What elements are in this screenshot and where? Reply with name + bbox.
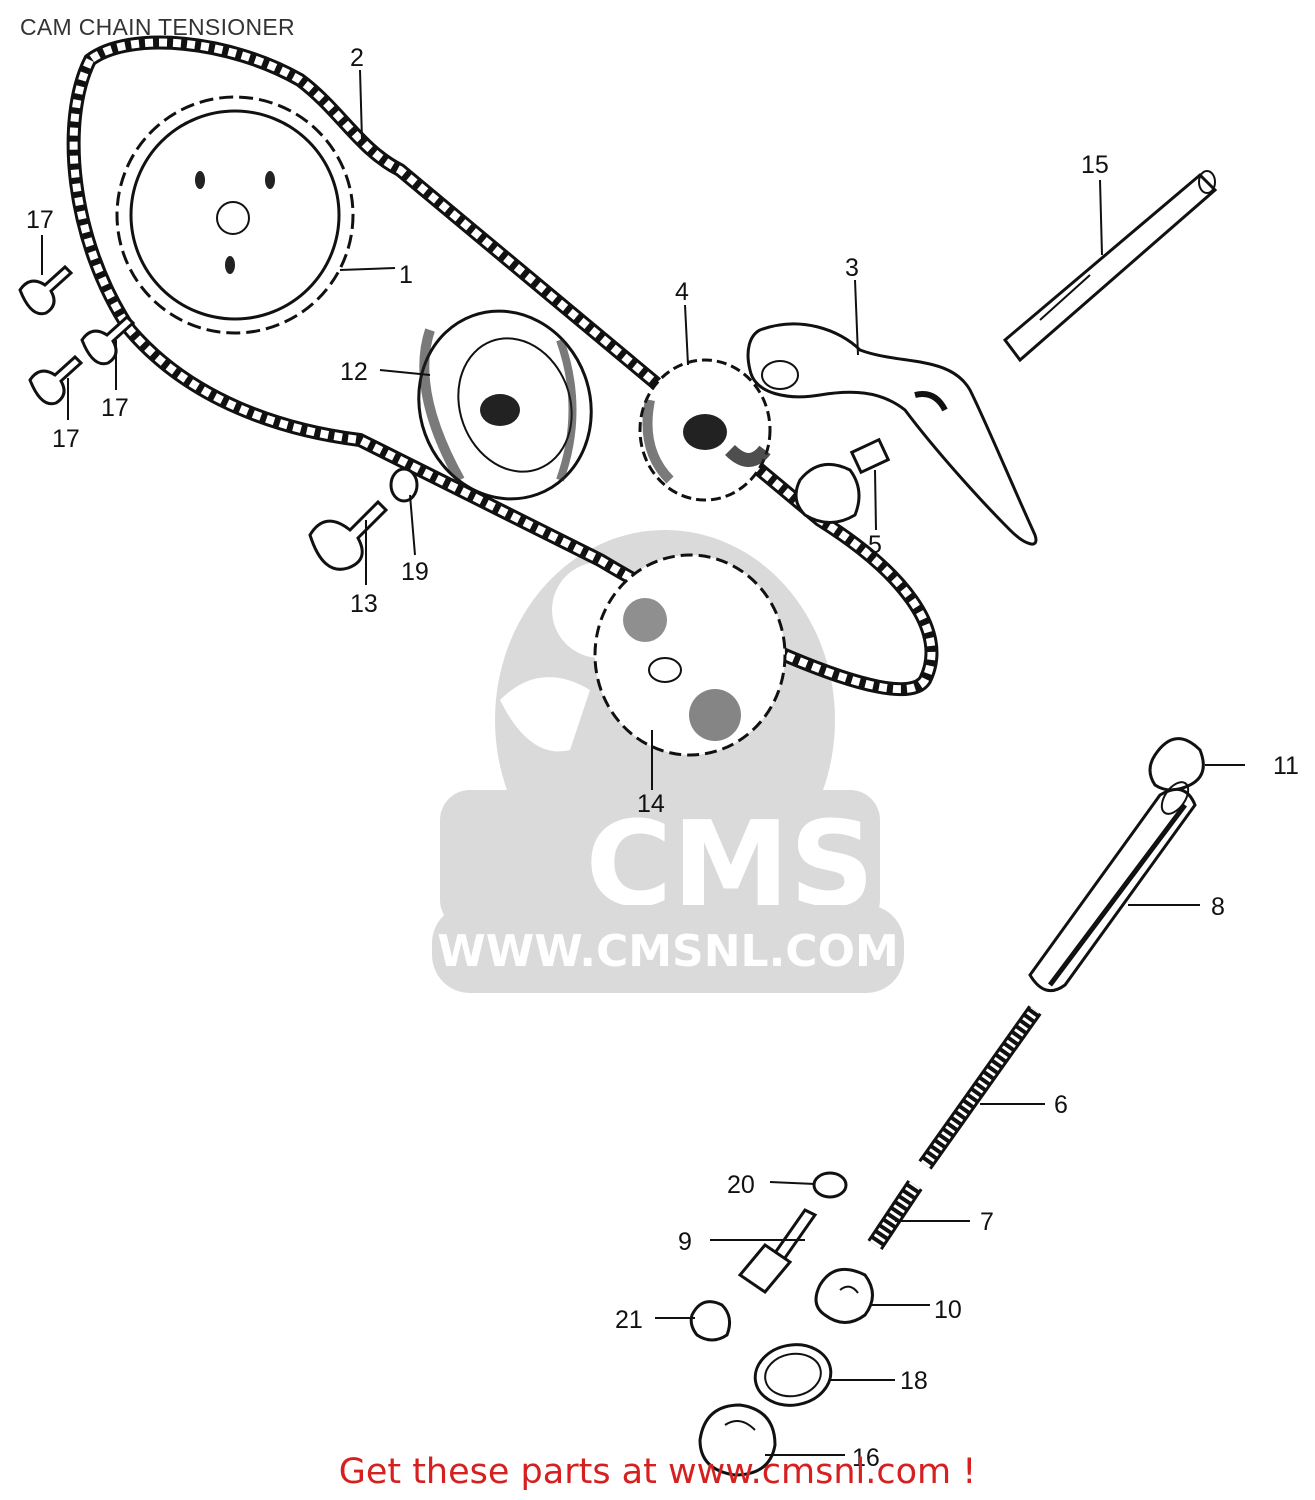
- callout-20: 20: [727, 1171, 755, 1199]
- cap-11: [1148, 737, 1205, 792]
- callout-12: 12: [340, 358, 368, 386]
- watermark-url: WWW.CMSNL.COM: [437, 926, 899, 977]
- callout-4: 4: [675, 278, 689, 306]
- cap-10: [814, 1267, 874, 1324]
- promo-link[interactable]: Get these parts at www.cmsnl.com !: [338, 1452, 977, 1492]
- cap-16: [698, 1403, 777, 1477]
- tensioner-pin: [1002, 170, 1218, 363]
- callout-8: 8: [1211, 893, 1225, 921]
- callout-16: 16: [852, 1444, 880, 1472]
- callouts: 1 2 3 4 5 6 7 8 9 10 11 12 13 14 15 16 1…: [26, 44, 1299, 1472]
- callout-17-right: 17: [101, 394, 129, 422]
- pivot-bolt: [794, 437, 891, 524]
- watermark-brand-box: [440, 790, 880, 930]
- callout-3: 3: [845, 254, 859, 282]
- cam-sprocket: [115, 95, 355, 335]
- oring-18: [753, 1343, 833, 1407]
- callout-1: 1: [399, 261, 413, 289]
- chain-guide-roller: [417, 309, 593, 501]
- callout-2: 2: [350, 44, 364, 72]
- callout-5: 5: [868, 531, 882, 559]
- pushrod-8: [1028, 781, 1197, 993]
- callout-17-left: 17: [52, 425, 80, 453]
- callout-13: 13: [350, 590, 378, 618]
- callout-6: 6: [1054, 1091, 1068, 1119]
- drive-sprocket: [593, 553, 787, 757]
- tensioner-arm: [746, 322, 1038, 546]
- callout-15: 15: [1081, 151, 1109, 179]
- watermark-url-box: [432, 905, 904, 993]
- bolt-13: [308, 499, 389, 571]
- washer-20: [812, 1171, 848, 1199]
- callout-21: 21: [615, 1306, 643, 1334]
- callout-11: 11: [1273, 752, 1299, 780]
- tensioner-roller: [638, 358, 772, 502]
- callout-17-top: 17: [26, 206, 54, 234]
- callout-18: 18: [900, 1367, 928, 1395]
- leader-lines: [41, 69, 1245, 1456]
- washer-19: [389, 467, 419, 503]
- callout-10: 10: [934, 1296, 962, 1324]
- nut-21: [689, 1300, 732, 1342]
- spring-6: [918, 1005, 1042, 1170]
- adjust-bolt-9: [737, 1208, 818, 1295]
- callout-19: 19: [401, 558, 429, 586]
- callout-14: 14: [637, 790, 665, 818]
- callout-9: 9: [678, 1228, 692, 1256]
- callout-7: 7: [980, 1208, 994, 1236]
